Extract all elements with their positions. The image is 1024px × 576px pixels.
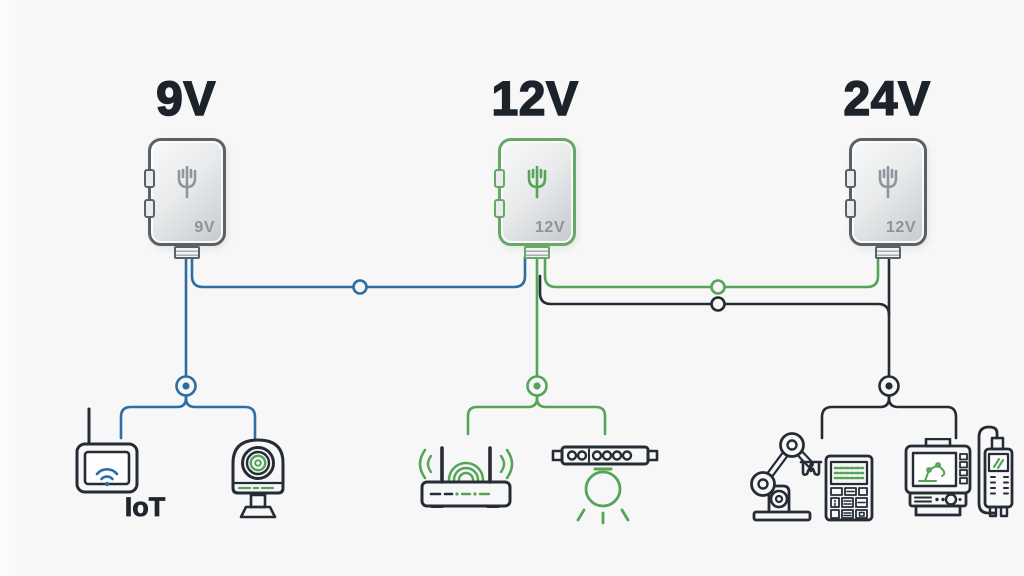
adapter-voltage-label: 12V xyxy=(886,219,916,236)
power-adapter-9v: 9V xyxy=(144,138,226,259)
power-adapter-12v: 12V xyxy=(494,138,576,259)
splitter-bracket-24v-left xyxy=(820,393,891,440)
voltage-title-12v: 12V xyxy=(491,72,579,127)
junction-node-green xyxy=(710,279,726,295)
splitter-bracket-12v-left xyxy=(466,393,539,436)
industrial-monitor-icon xyxy=(904,437,972,517)
adapter-side-tab xyxy=(845,199,856,218)
wifi-router-device xyxy=(406,430,524,513)
wire-12v-to-24v-black xyxy=(538,274,891,317)
adapter-voltage-label: 12V xyxy=(535,219,565,236)
adapter-connector xyxy=(524,246,550,259)
adapter-side-tab xyxy=(144,169,155,188)
power-brand-icon xyxy=(177,165,197,199)
device-label-iot: IoT xyxy=(124,492,166,523)
iot-gateway-device xyxy=(74,406,140,503)
adapter-side-tab xyxy=(494,169,505,188)
robot-arm-device xyxy=(746,424,832,527)
voltage-title-24v: 24V xyxy=(843,72,931,127)
handheld-tester-icon xyxy=(977,425,1014,518)
adapter-voltage-label: 9V xyxy=(194,219,215,236)
power-adapter-24v: 12V xyxy=(845,138,927,259)
power-brand-icon xyxy=(527,165,547,199)
splitter-node-9v-dot xyxy=(182,382,190,390)
splitter-bracket-12v-right xyxy=(535,393,607,436)
splitter-node-12v-dot xyxy=(533,382,541,390)
power-brand-icon xyxy=(878,165,898,199)
splitter-bracket-9v-right xyxy=(184,393,257,440)
voltage-title-9v: 9V xyxy=(155,72,216,127)
led-light-device xyxy=(550,441,662,532)
splitter-node-24v-dot xyxy=(885,382,893,390)
junction-node-blue xyxy=(352,279,368,295)
security-camera-icon xyxy=(231,438,285,519)
adapter-connector xyxy=(875,246,901,259)
adapter-side-tab xyxy=(144,199,155,218)
adapter-side-tab xyxy=(494,199,505,218)
iot-gateway-icon xyxy=(75,407,139,494)
splitter-bracket-24v-right xyxy=(887,393,958,440)
wire-12v-to-24v xyxy=(543,255,880,289)
security-camera-device xyxy=(224,432,292,527)
wifi-router-icon xyxy=(418,446,514,509)
junction-node-black xyxy=(710,296,726,312)
control-panel-icon xyxy=(824,454,874,522)
led-light-icon xyxy=(551,445,659,525)
industrial-monitor-device xyxy=(904,437,974,525)
handheld-tester-device xyxy=(964,424,1018,527)
adapter-side-tab xyxy=(845,169,856,188)
adapter-connector xyxy=(174,246,200,259)
robot-arm-icon xyxy=(750,432,823,522)
control-panel-device xyxy=(824,454,874,527)
